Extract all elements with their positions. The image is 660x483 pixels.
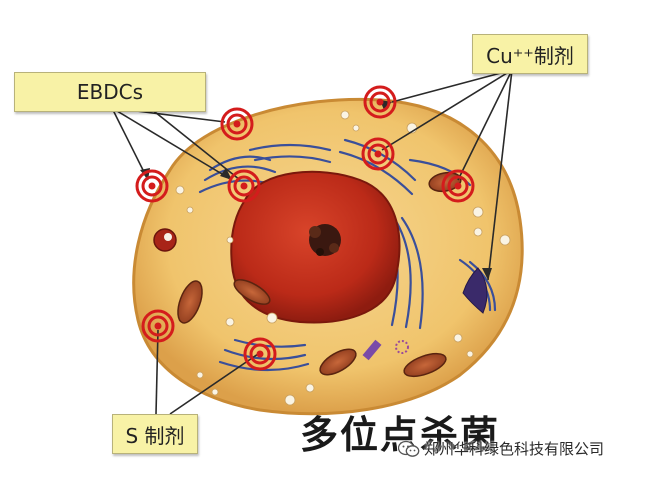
golgi — [462, 267, 488, 314]
target-cu-2 — [361, 137, 395, 171]
target-cu-1 — [363, 85, 397, 119]
wechat-icon — [398, 440, 420, 457]
label-ebdcs-text: EBDCs — [76, 80, 144, 104]
label-s-agent-text: S 制剂 — [125, 423, 185, 448]
label-ebdcs: EBDCs — [14, 72, 206, 112]
vesicle-star — [395, 340, 409, 354]
label-cu-agent: Cu⁺⁺制剂 — [472, 34, 588, 74]
target-symbols — [135, 85, 475, 371]
label-s-agent: S 制剂 — [112, 414, 198, 454]
target-cu-3 — [441, 169, 475, 203]
target-s-1 — [141, 309, 175, 343]
watermark-text: 郑州华科绿色科技有限公司 — [424, 440, 605, 458]
vesicles — [175, 110, 511, 406]
target-ebdcs-1 — [135, 169, 169, 203]
pointer-lines — [111, 69, 513, 415]
target-ebdcs-2 — [220, 107, 254, 141]
target-ebdcs-3 — [227, 169, 261, 203]
vesicle-rod — [362, 339, 382, 361]
vacuole — [153, 228, 177, 252]
label-cu-agent-text: Cu⁺⁺制剂 — [486, 43, 574, 68]
watermark: 郑州华科绿色科技有限公司 — [398, 438, 604, 459]
target-s-2 — [243, 337, 277, 371]
nucleolus — [309, 224, 341, 256]
